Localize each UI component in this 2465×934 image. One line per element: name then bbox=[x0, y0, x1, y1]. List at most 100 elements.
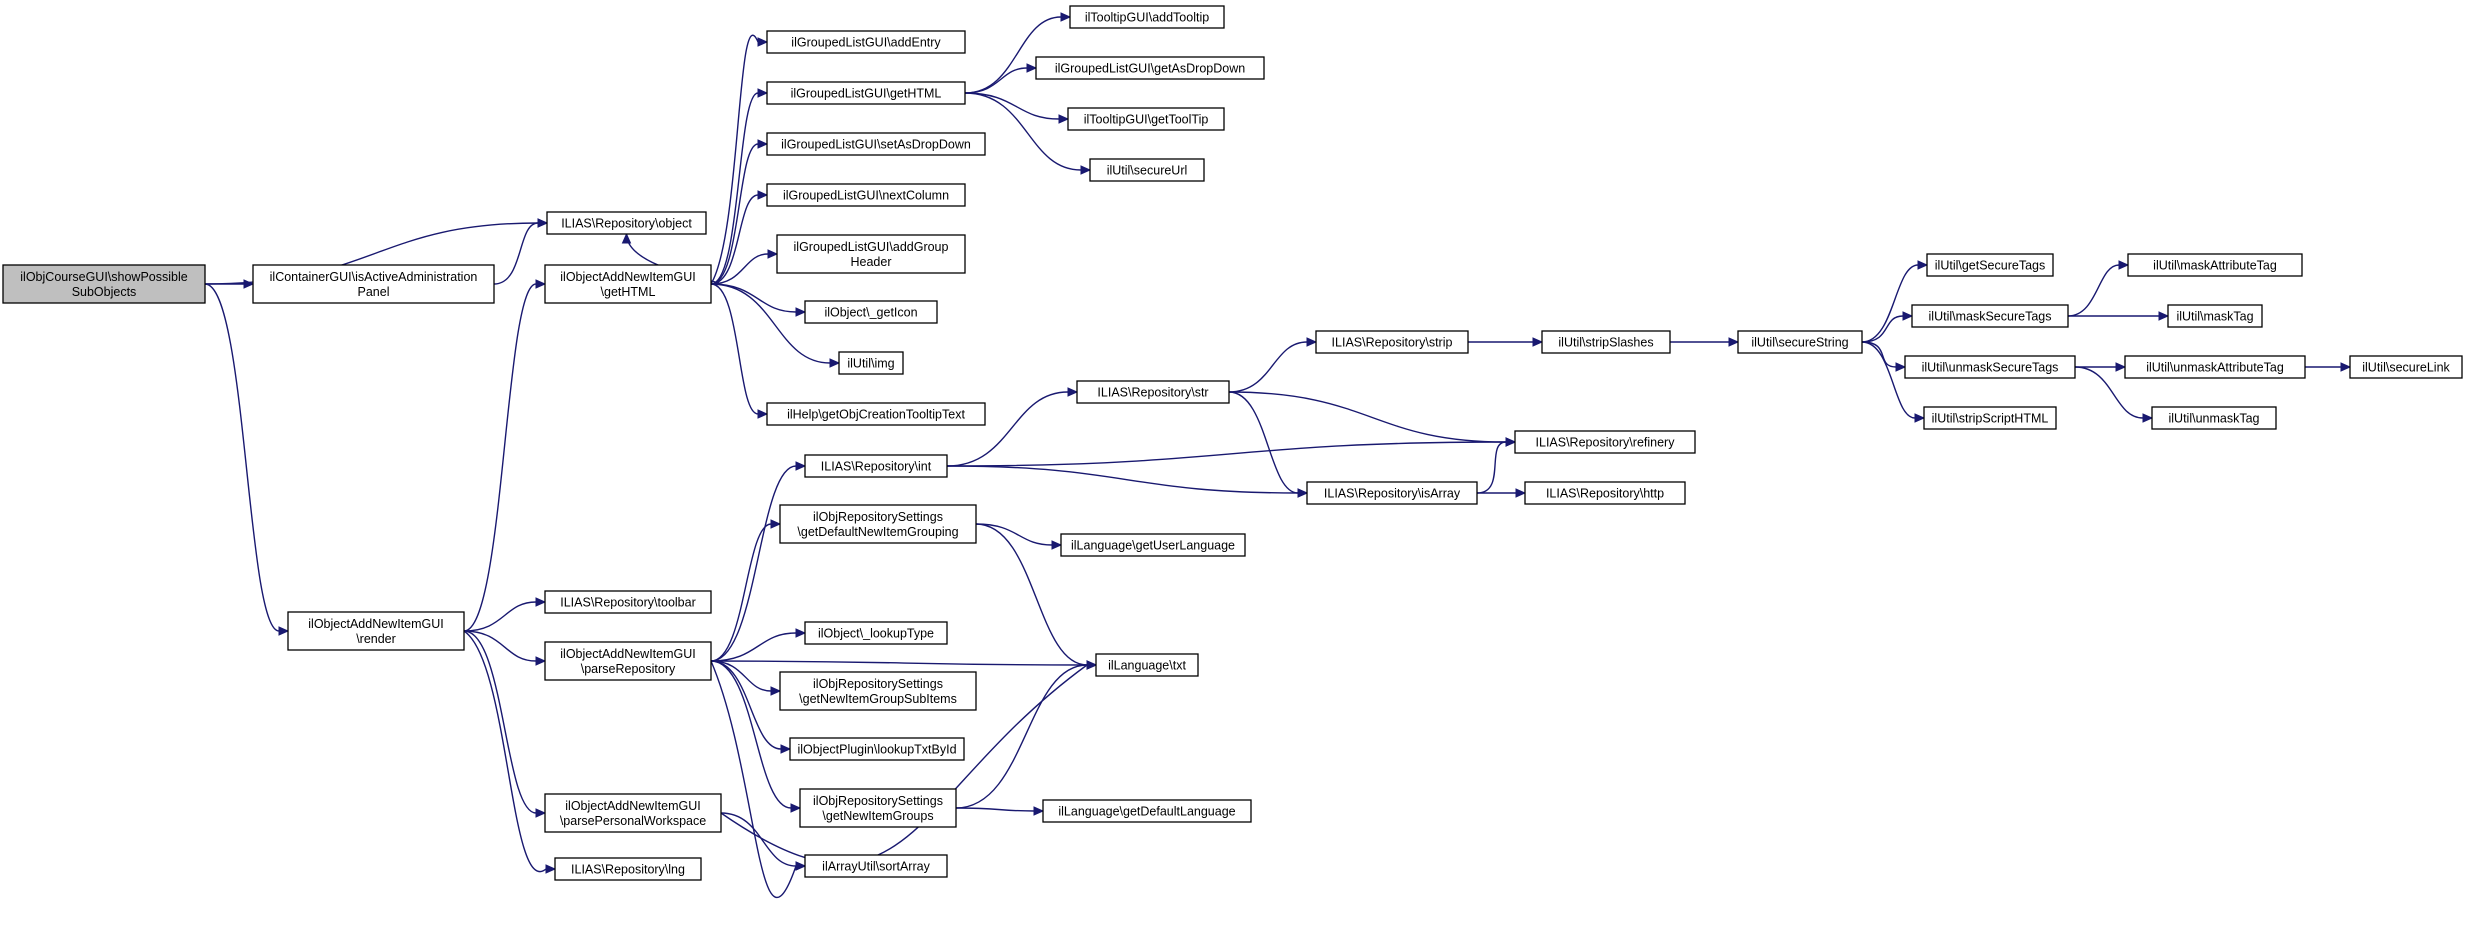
edge-arrowhead bbox=[1917, 260, 1929, 270]
graph-node-n42[interactable]: ilUtil\maskAttributeTag bbox=[2127, 253, 2303, 277]
graph-node-n16[interactable]: ilHelp\getObjCreationTooltipText bbox=[766, 402, 986, 426]
node-label: ILIAS\Repository\lng bbox=[571, 863, 685, 877]
graph-node-n36[interactable]: ilUtil\stripSlashes bbox=[1541, 330, 1671, 354]
graph-node-n4[interactable]: ilObjectAddNewItemGUI\getHTML bbox=[544, 264, 712, 304]
graph-edge-n21-n34 bbox=[946, 437, 1517, 467]
graph-edge-n3-n8 bbox=[463, 630, 557, 874]
graph-node-n24[interactable]: ilObjRepositorySettings\getNewItemGroupS… bbox=[779, 671, 977, 711]
graph-node-n40[interactable]: ilUtil\unmaskSecureTags bbox=[1904, 355, 2076, 379]
graph-node-n22[interactable]: ilObjRepositorySettings\getDefaultNewIte… bbox=[779, 504, 977, 544]
edge-line bbox=[964, 67, 1028, 94]
node-label: \parsePersonalWorkspace bbox=[560, 814, 706, 828]
graph-node-n29[interactable]: ILIAS\Repository\isArray bbox=[1306, 481, 1478, 505]
graph-node-n7[interactable]: ilObjectAddNewItemGUI\parsePersonalWorks… bbox=[544, 793, 722, 833]
edge-arrowhead bbox=[1026, 63, 1038, 73]
graph-node-n25[interactable]: ilObjectPlugin\lookupTxtById bbox=[789, 737, 965, 761]
node-box bbox=[766, 183, 966, 207]
node-label: ilUtil\secureLink bbox=[2362, 361, 2450, 375]
edge-arrowhead bbox=[2340, 362, 2352, 372]
graph-edge-n4-n16 bbox=[710, 283, 769, 419]
graph-node-n28[interactable]: ILIAS\Repository\str bbox=[1076, 380, 1230, 404]
node-label: \getNewItemGroups bbox=[822, 809, 933, 823]
graph-node-n35[interactable]: ILIAS\Repository\http bbox=[1524, 481, 1686, 505]
node-label: ilGroupedListGUI\addGroup bbox=[794, 240, 949, 254]
node-box bbox=[1076, 380, 1230, 404]
edge-line bbox=[964, 92, 1060, 120]
graph-node-n34[interactable]: ILIAS\Repository\refinery bbox=[1514, 430, 1696, 454]
graph-node-n32[interactable]: ilLanguage\getDefaultLanguage bbox=[1042, 799, 1252, 823]
graph-node-n38[interactable]: ilUtil\getSecureTags bbox=[1926, 253, 2054, 277]
node-box bbox=[1737, 330, 1863, 354]
node-box bbox=[779, 671, 977, 711]
graph-node-n15[interactable]: ilUtil\img bbox=[838, 351, 904, 375]
graph-edge-n37-n38 bbox=[1861, 260, 1929, 343]
graph-node-n31[interactable]: ilLanguage\txt bbox=[1095, 653, 1199, 677]
graph-edge-n4-n15 bbox=[710, 283, 841, 368]
edge-line bbox=[2074, 366, 2144, 419]
graph-node-n45[interactable]: ilUtil\unmaskTag bbox=[2151, 406, 2277, 430]
node-box bbox=[2151, 406, 2277, 430]
graph-node-n30[interactable]: ilLanguage\getUserLanguage bbox=[1060, 533, 1246, 557]
graph-edge-n10-n17 bbox=[964, 12, 1072, 94]
node-label: ilUtil\maskTag bbox=[2176, 310, 2253, 324]
edge-arrowhead bbox=[2142, 413, 2154, 423]
graph-node-n3[interactable]: ilObjectAddNewItemGUI\render bbox=[287, 611, 465, 651]
graph-node-n18[interactable]: ilGroupedListGUI\getAsDropDown bbox=[1035, 56, 1265, 80]
graph-node-n33[interactable]: ILIAS\Repository\strip bbox=[1315, 330, 1469, 354]
graph-edge-n26-n32 bbox=[955, 806, 1045, 816]
edge-arrowhead bbox=[757, 37, 769, 47]
graph-node-n2[interactable]: ILIAS\Repository\object bbox=[546, 211, 707, 235]
node-label: ilGroupedListGUI\setAsDropDown bbox=[781, 138, 971, 152]
graph-node-n19[interactable]: ilTooltipGUI\getToolTip bbox=[1067, 107, 1225, 131]
graph-node-n14[interactable]: ilObject\_getIcon bbox=[804, 300, 938, 324]
graph-node-n6[interactable]: ilObjectAddNewItemGUI\parseRepository bbox=[544, 641, 712, 681]
graph-node-n21[interactable]: ILIAS\Repository\int bbox=[804, 454, 948, 478]
graph-node-n37[interactable]: ilUtil\secureString bbox=[1737, 330, 1863, 354]
edge-arrowhead bbox=[1058, 114, 1070, 124]
node-label: ilUtil\secureString bbox=[1751, 336, 1848, 350]
node-label: ILIAS\Repository\strip bbox=[1332, 336, 1453, 350]
graph-node-n39[interactable]: ilUtil\maskSecureTags bbox=[1911, 304, 2069, 328]
graph-edge-n21-n28 bbox=[946, 387, 1079, 467]
graph-node-n1[interactable]: ilContainerGUI\isActiveAdministrationPan… bbox=[252, 264, 495, 304]
edge-line bbox=[710, 660, 1088, 666]
graph-node-n5[interactable]: ILIAS\Repository\toolbar bbox=[544, 590, 712, 614]
graph-node-n27[interactable]: ilArrayUtil\sortArray bbox=[804, 854, 948, 878]
graph-edge-n3-n6 bbox=[463, 630, 547, 666]
edge-line bbox=[720, 812, 797, 867]
graph-node-n9[interactable]: ilGroupedListGUI\addEntry bbox=[766, 30, 966, 54]
graph-node-n10[interactable]: ilGroupedListGUI\getHTML bbox=[766, 81, 966, 105]
graph-node-n12[interactable]: ilGroupedListGUI\nextColumn bbox=[766, 183, 966, 207]
graph-edge-n4-n13 bbox=[710, 249, 779, 285]
graph-edge-n33-n36 bbox=[1467, 337, 1544, 347]
graph-node-n41[interactable]: ilUtil\stripScriptHTML bbox=[1923, 406, 2057, 430]
graph-node-n20[interactable]: ilUtil\secureUrl bbox=[1089, 158, 1205, 182]
edge-arrowhead bbox=[795, 307, 807, 317]
edge-line bbox=[955, 807, 1035, 812]
edge-arrowhead bbox=[243, 279, 255, 289]
graph-node-n43[interactable]: ilUtil\maskTag bbox=[2167, 304, 2263, 328]
edge-arrowhead bbox=[757, 190, 769, 200]
node-label: ilObjRepositorySettings bbox=[813, 677, 943, 691]
node-box bbox=[1514, 430, 1696, 454]
edge-arrowhead bbox=[1067, 387, 1079, 397]
node-label: ilGroupedListGUI\getAsDropDown bbox=[1055, 62, 1245, 76]
node-box bbox=[1060, 533, 1246, 557]
graph-node-n23[interactable]: ilObject\_lookupType bbox=[804, 621, 948, 645]
graph-node-n8[interactable]: ILIAS\Repository\lng bbox=[554, 857, 702, 881]
graph-node-n17[interactable]: ilTooltipGUI\addTooltip bbox=[1069, 5, 1225, 29]
graph-node-n46[interactable]: ilUtil\secureLink bbox=[2349, 355, 2463, 379]
graph-node-n26[interactable]: ilObjRepositorySettings\getNewItemGroups bbox=[799, 788, 957, 828]
node-label: SubObjects bbox=[72, 285, 137, 299]
node-label: ilTooltipGUI\addTooltip bbox=[1085, 11, 1209, 25]
edge-arrowhead bbox=[795, 461, 807, 471]
node-label: Header bbox=[851, 255, 892, 269]
edge-line bbox=[975, 523, 1053, 546]
graph-node-n11[interactable]: ilGroupedListGUI\setAsDropDown bbox=[766, 132, 986, 156]
edge-arrowhead bbox=[770, 686, 782, 696]
graph-edge-n10-n20 bbox=[964, 92, 1092, 175]
node-label: ilLanguage\getDefaultLanguage bbox=[1058, 805, 1235, 819]
graph-node-n44[interactable]: ilUtil\unmaskAttributeTag bbox=[2124, 355, 2306, 379]
